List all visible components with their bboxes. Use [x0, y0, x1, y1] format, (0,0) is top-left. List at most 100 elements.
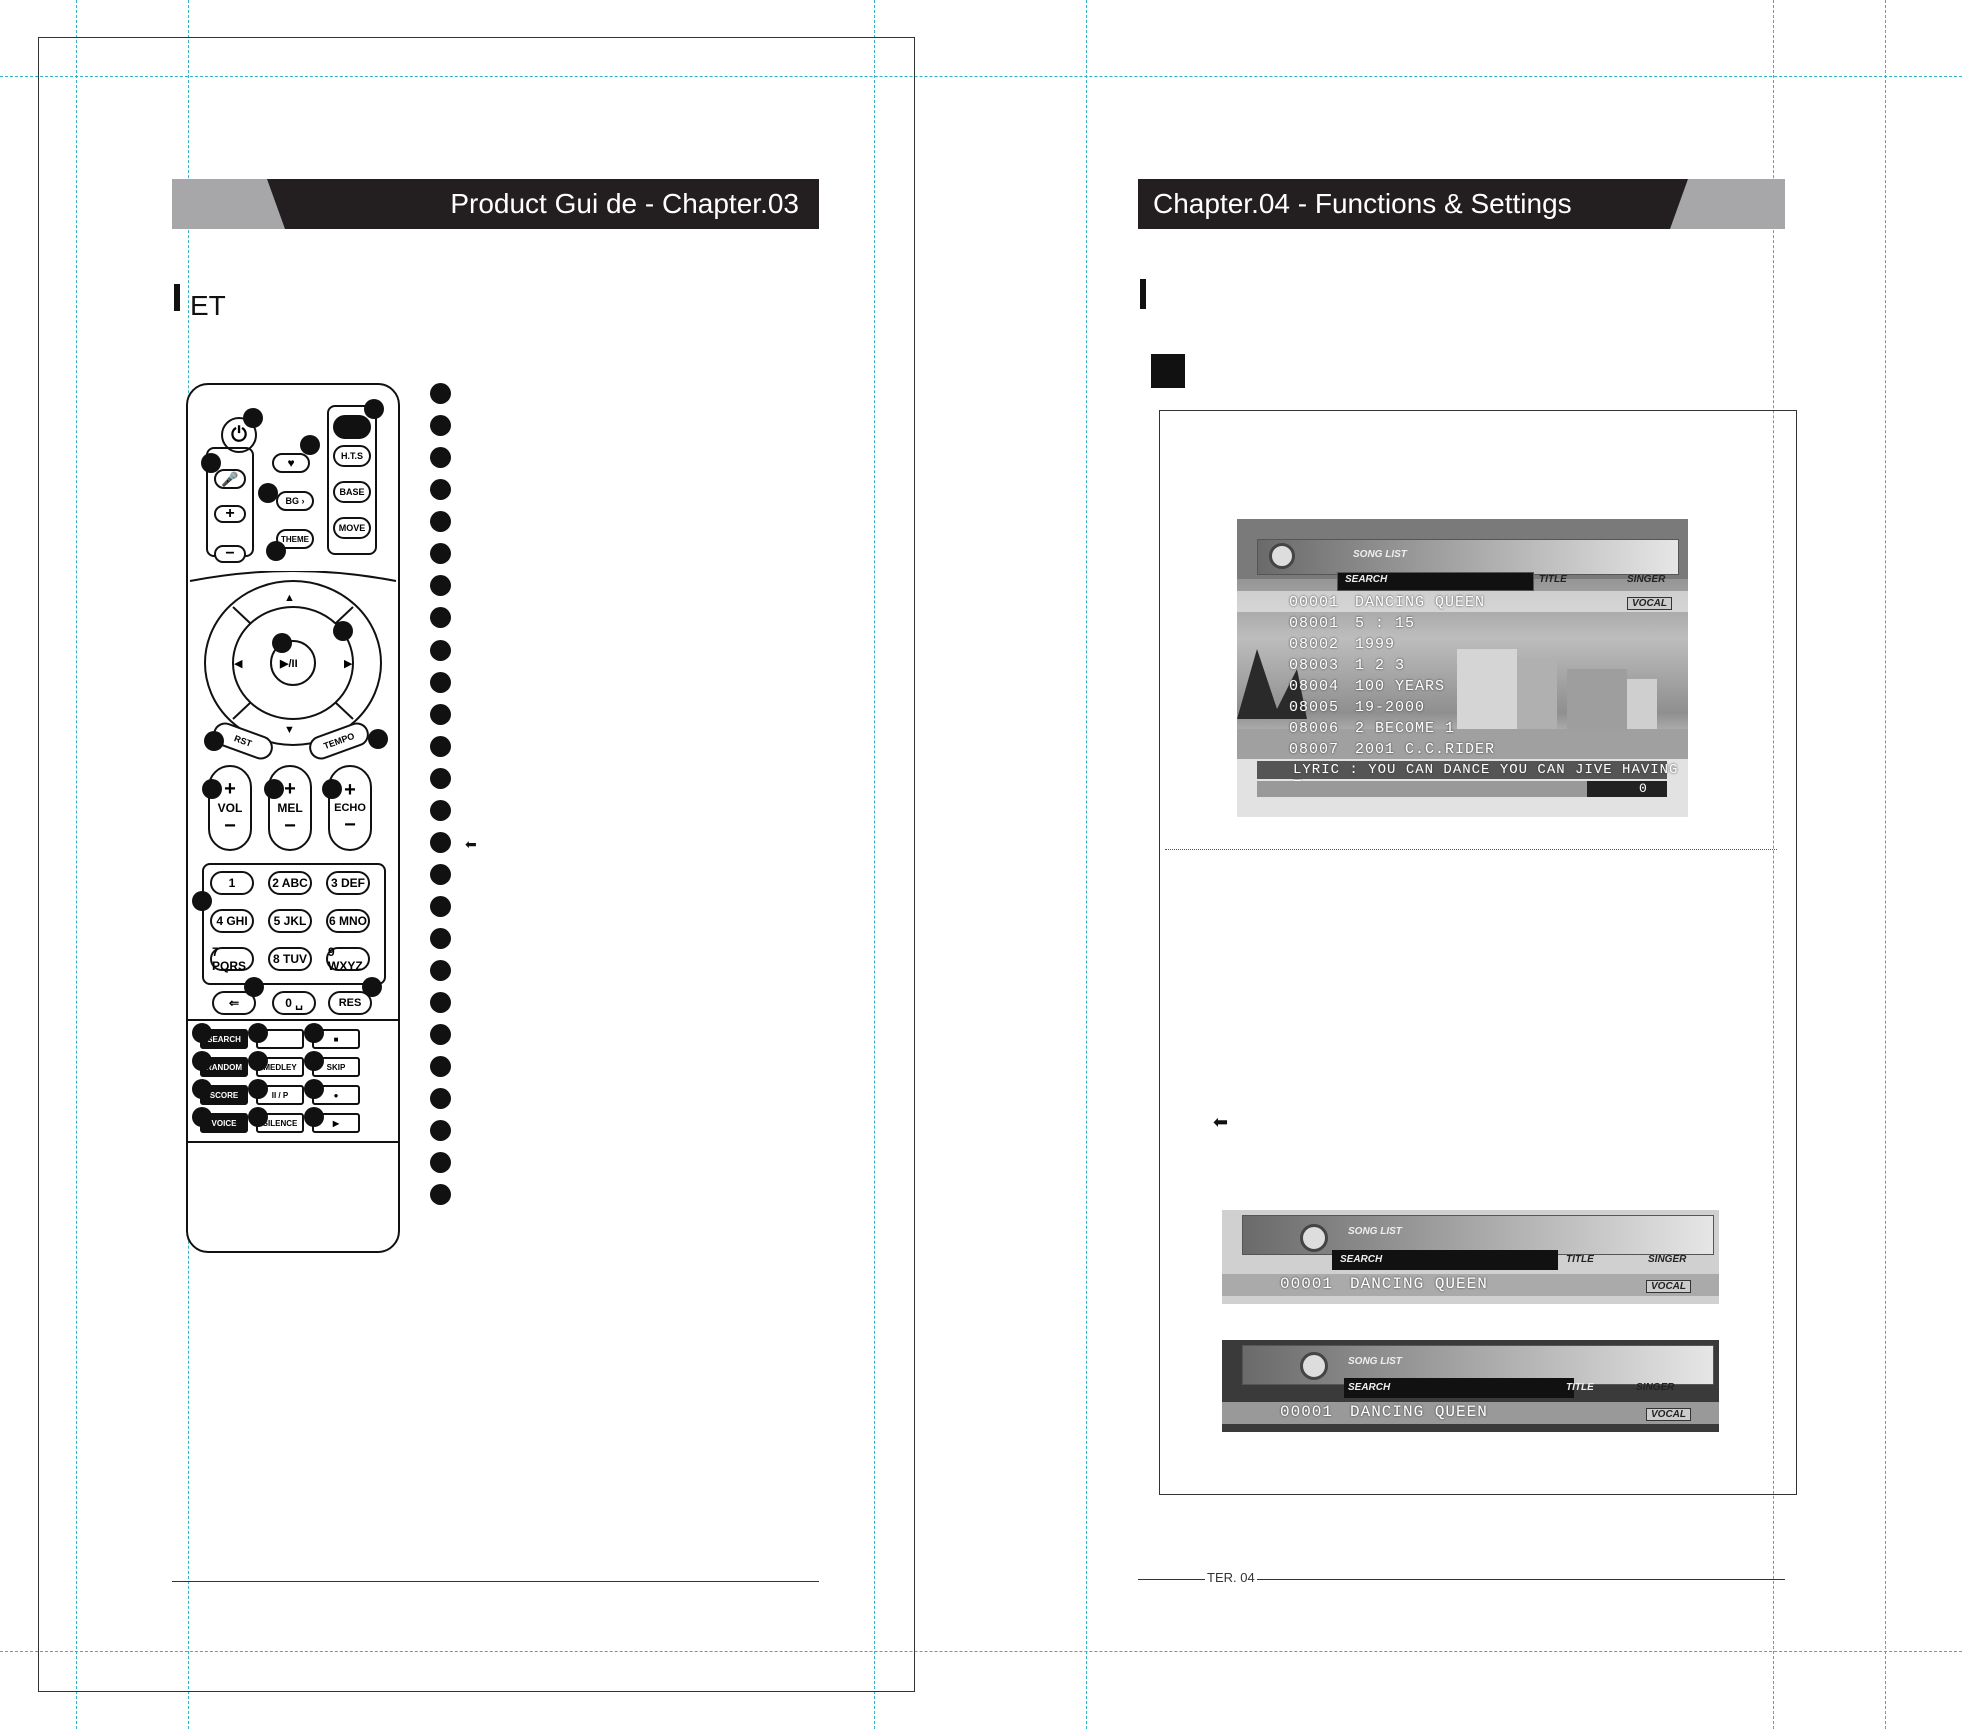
callout-dot	[248, 1023, 268, 1043]
callout-dot	[192, 891, 212, 911]
bullet-19	[430, 960, 451, 981]
song-list-title: SONG LIST	[1348, 1356, 1402, 1367]
power-icon: ⏻	[231, 423, 247, 446]
title-tab[interactable]: TITLE	[1566, 1382, 1594, 1393]
song-number[interactable]: 08003	[1289, 657, 1340, 674]
footer-rule	[1138, 1579, 1785, 1580]
bullet-17	[430, 896, 451, 917]
key-8[interactable]: 8 TUV	[268, 947, 312, 971]
song-number[interactable]: 08006	[1289, 720, 1340, 737]
back-arrow-icon: ⬅	[465, 836, 477, 852]
song-title[interactable]: 1999	[1355, 636, 1396, 653]
back-arrow-icon: ⬅	[1213, 1112, 1229, 1132]
bullet-15	[430, 832, 451, 853]
d-pad: ▲ ▼ ◀ ▶ ▶/II	[189, 571, 397, 746]
footer-rule	[172, 1581, 819, 1582]
svg-text:◀: ◀	[234, 658, 243, 670]
song-title[interactable]: 19-2000	[1355, 699, 1426, 716]
mic-button[interactable]: 🎤	[214, 469, 246, 489]
song-title[interactable]: DANCING QUEEN	[1355, 594, 1486, 611]
song-title[interactable]: 2001 C.C.RIDER	[1355, 741, 1496, 758]
singer-tab[interactable]: SINGER	[1648, 1254, 1687, 1265]
song-list-preview-dark: SONG LIST SEARCH TITLE SINGER 00001 DANC…	[1222, 1340, 1719, 1432]
search-label: SEARCH	[1348, 1382, 1391, 1393]
singer-tab[interactable]: SINGER	[1636, 1382, 1675, 1393]
key-4[interactable]: 4 GHI	[210, 909, 254, 933]
section-marker	[174, 284, 180, 311]
callout-dot	[266, 541, 286, 561]
key-1[interactable]: 1	[210, 871, 254, 895]
bullet-3	[430, 447, 451, 468]
favorite-button[interactable]: ♥	[272, 453, 310, 473]
theme-button[interactable]: THEME	[276, 529, 314, 549]
bullet-18	[430, 928, 451, 949]
remote-control: ⏻ H.T.S BASE MOVE 🎤 + − ♥ BG › THEME ▲ ▼…	[186, 383, 400, 1253]
callout-dot	[264, 779, 284, 799]
pause-play-button[interactable]: II / P	[256, 1085, 304, 1105]
song-title[interactable]: 100 YEARS	[1355, 678, 1446, 695]
zero-button[interactable]: 0 ␣	[272, 991, 316, 1015]
guide-line	[1086, 0, 1087, 1729]
song-title[interactable]: 5 : 15	[1355, 615, 1416, 632]
key-2[interactable]: 2 ABC	[268, 871, 312, 895]
title-tab[interactable]: TITLE	[1539, 574, 1567, 585]
bullet-20	[430, 992, 451, 1013]
mel-rocker[interactable]: +MEL−	[268, 765, 312, 851]
bullet-8	[430, 607, 451, 628]
song-title[interactable]: 1 2 3	[1355, 657, 1406, 674]
echo-label: ECHO	[334, 802, 366, 814]
singer-tab[interactable]: SINGER	[1627, 574, 1666, 585]
bass-button[interactable]: BASE	[333, 481, 371, 503]
song-number[interactable]: 08002	[1289, 636, 1340, 653]
top-right-button[interactable]	[333, 415, 371, 439]
skip-button[interactable]: SKIP	[312, 1057, 360, 1077]
key-3[interactable]: 3 DEF	[326, 871, 370, 895]
search-field[interactable]	[1332, 1250, 1558, 1270]
key-7[interactable]: 7 PQRS	[210, 945, 254, 973]
song-list-preview: SONG LIST SEARCH TITLE SINGER 00001 DANC…	[1222, 1210, 1719, 1304]
song-list-screen: SONG LIST SEARCH TITLE SINGER VOCAL 0000…	[1237, 519, 1688, 817]
bullet-13	[430, 768, 451, 789]
play-button[interactable]: ▶	[312, 1113, 360, 1133]
vocal-label: VOCAL	[1627, 597, 1672, 610]
callout-dot	[368, 729, 388, 749]
song-number[interactable]: 08007	[1289, 741, 1340, 758]
bullet-26	[430, 1184, 451, 1205]
selected-row-highlight	[1222, 1274, 1719, 1296]
song-number[interactable]: 08005	[1289, 699, 1340, 716]
bullet-9	[430, 640, 451, 661]
search-field[interactable]	[1344, 1378, 1574, 1398]
right-header-title: Chapter.04 - Functions & Settings	[1153, 188, 1572, 219]
bg-button[interactable]: BG ›	[276, 491, 314, 511]
key-6[interactable]: 6 MNO	[326, 909, 370, 933]
divider	[188, 1019, 398, 1021]
callout-dot	[248, 1051, 268, 1071]
bullet-1	[430, 383, 451, 404]
song-list-title: SONG LIST	[1353, 549, 1407, 560]
echo-rocker[interactable]: +ECHO−	[328, 765, 372, 851]
move-button[interactable]: MOVE	[333, 517, 371, 539]
song-number[interactable]: 08004	[1289, 678, 1340, 695]
song-title[interactable]: 2 BECOME 1	[1355, 720, 1456, 737]
song-number[interactable]: 00001	[1289, 594, 1340, 611]
key-5[interactable]: 5 JKL	[268, 909, 312, 933]
search-label: SEARCH	[1340, 1254, 1383, 1265]
selected-row-highlight	[1222, 1402, 1719, 1424]
stop-button[interactable]: ■	[312, 1029, 360, 1049]
key-9[interactable]: 9 WXYZ	[326, 945, 370, 973]
bullet-11	[430, 704, 451, 725]
search-field[interactable]	[1337, 572, 1534, 591]
title-tab[interactable]: TITLE	[1566, 1254, 1594, 1265]
left-header-title: Product Gui de - Chapter.03	[450, 188, 799, 219]
callout-dot	[258, 483, 278, 503]
vocal-plus-button[interactable]: +	[214, 505, 246, 523]
section-marker	[1140, 279, 1146, 309]
vol-rocker[interactable]: +VOL−	[208, 765, 252, 851]
bullet-25	[430, 1152, 451, 1173]
vocal-minus-button[interactable]: −	[214, 545, 246, 563]
callout-dot	[300, 435, 320, 455]
callout-dot	[248, 1079, 268, 1099]
song-number[interactable]: 08001	[1289, 615, 1340, 632]
hts-button[interactable]: H.T.S	[333, 445, 371, 467]
res-button[interactable]: RES	[328, 991, 372, 1015]
